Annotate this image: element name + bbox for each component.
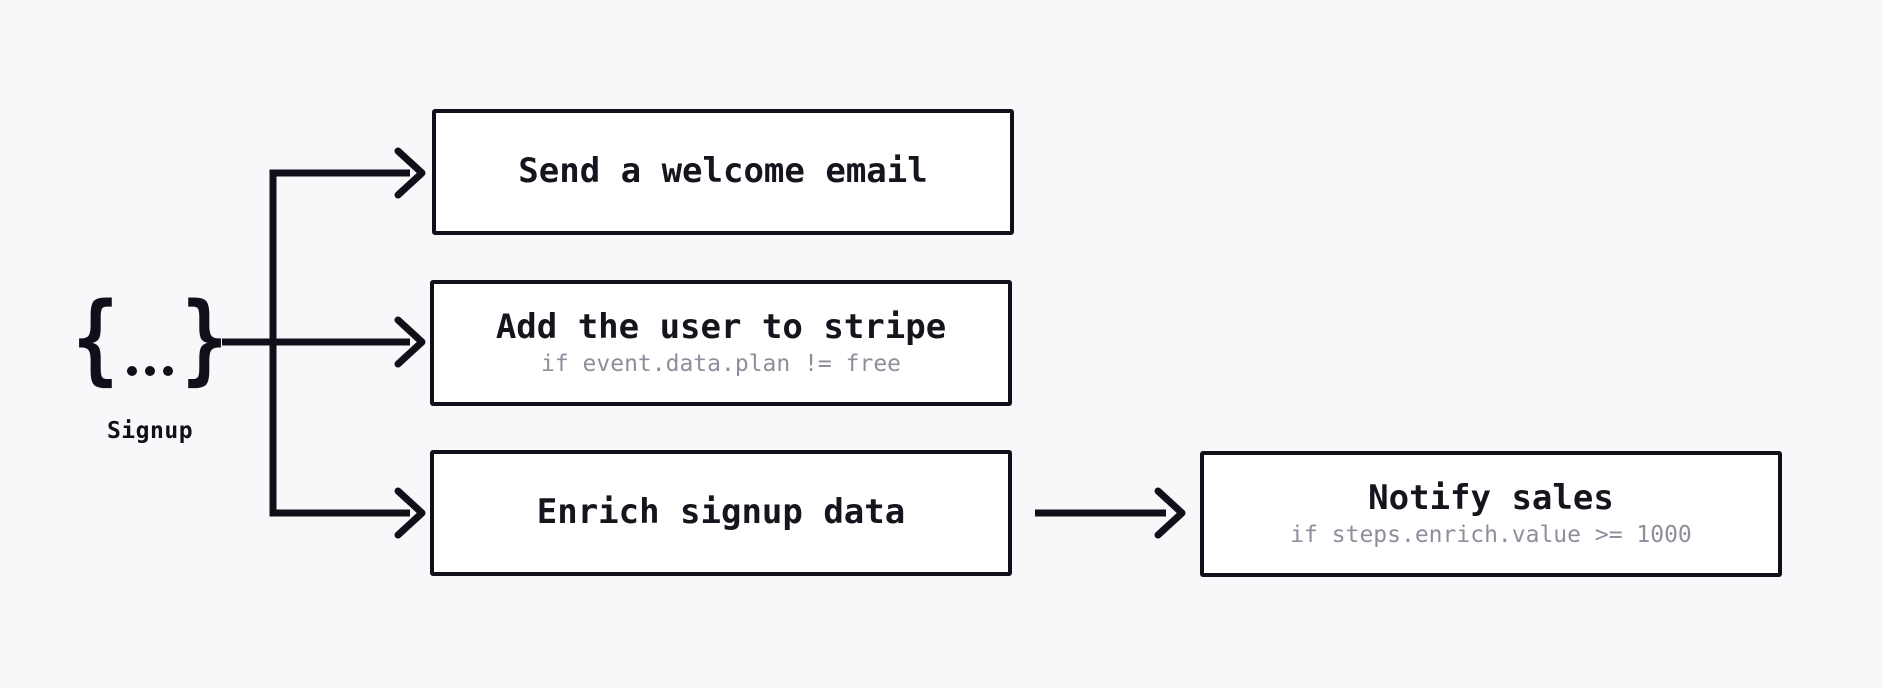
left-brace-glyph: { — [72, 282, 119, 396]
arrowhead-stripe-icon — [394, 316, 426, 368]
trigger-label: Signup — [106, 418, 194, 444]
step-node-enrich: Enrich signup data — [430, 450, 1012, 576]
event-payload-icon: { } — [66, 282, 234, 396]
arrowhead-enrich-icon — [394, 487, 426, 539]
step-node-notify-sales: Notify sales if steps.enrich.value >= 10… — [1200, 451, 1782, 577]
right-brace-glyph: } — [181, 282, 228, 396]
step-title: Add the user to stripe — [495, 306, 947, 347]
step-title: Send a welcome email — [518, 151, 928, 192]
step-title: Enrich signup data — [536, 492, 906, 533]
arrowhead-welcome-email-icon — [394, 147, 426, 199]
arrowhead-notify-sales-icon — [1154, 487, 1186, 539]
step-node-stripe: Add the user to stripe if event.data.pla… — [430, 280, 1012, 406]
step-condition: if steps.enrich.value >= 1000 — [1290, 522, 1692, 549]
trigger-event-signup: { } Signup — [72, 290, 227, 444]
ellipsis-dots-icon — [125, 282, 175, 396]
ellipsis-dot — [127, 366, 137, 376]
step-title: Notify sales — [1368, 477, 1614, 518]
ellipsis-dot — [145, 366, 155, 376]
ellipsis-dot — [163, 366, 173, 376]
step-node-welcome-email: Send a welcome email — [432, 109, 1014, 235]
step-condition: if event.data.plan != free — [540, 351, 902, 378]
